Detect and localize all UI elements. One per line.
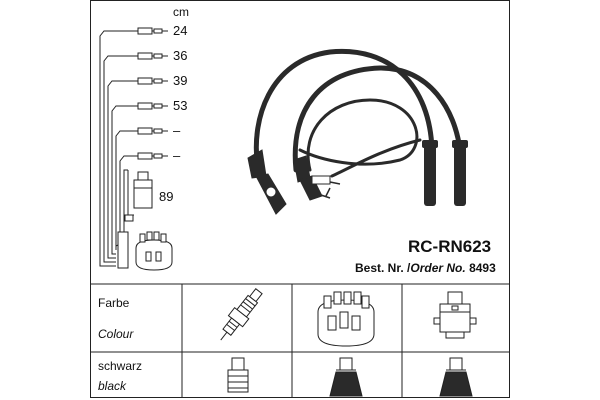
order-line: Best. Nr. /Order No. 8493 [355,262,496,274]
cable-set-illustration [253,48,463,178]
cable-row-1 [128,27,168,35]
distributor-cap-icon [317,291,375,347]
schematic-coil-icon [124,170,153,222]
cable-rows [128,27,168,160]
color-name-en: black [98,379,127,393]
cable-row-6 [128,152,168,160]
coil-length-label: 89 [159,189,174,204]
cable-row-4 [128,102,168,110]
boot-color-coil [439,357,473,397]
boot-color-spark-plug [227,357,249,393]
cable-row-5 [128,127,168,135]
model-number: RC-RN623 [408,237,492,256]
boot-color-distributor [329,357,363,397]
ignition-coil-icon [433,291,477,339]
color-name-de: schwarz [98,359,143,373]
table-grid [90,283,510,398]
length-label-3: 39 [173,73,188,88]
angled-boots [247,149,341,215]
length-label-2: 36 [173,48,188,63]
unit-label: cm [173,5,189,19]
length-label-1: 24 [173,23,188,38]
order-prefix-de: Best. Nr. [355,261,404,275]
spark-plug-icon [220,288,263,341]
cable-row-3 [128,77,168,85]
order-number: 8493 [469,261,496,275]
order-prefix-en: Order No. [410,261,466,275]
order-separator: / [407,261,411,275]
diagram-frame [90,0,510,398]
length-label-4: 53 [173,98,188,113]
schematic-distributor-icon [117,231,173,271]
length-label-6: – [173,148,181,163]
table-header-de: Farbe [98,296,130,310]
cable-row-2 [128,52,168,60]
wire-schematic [99,30,128,267]
table-header-en: Colour [98,327,134,341]
plug-boots [422,140,468,206]
length-label-5: – [173,123,181,138]
